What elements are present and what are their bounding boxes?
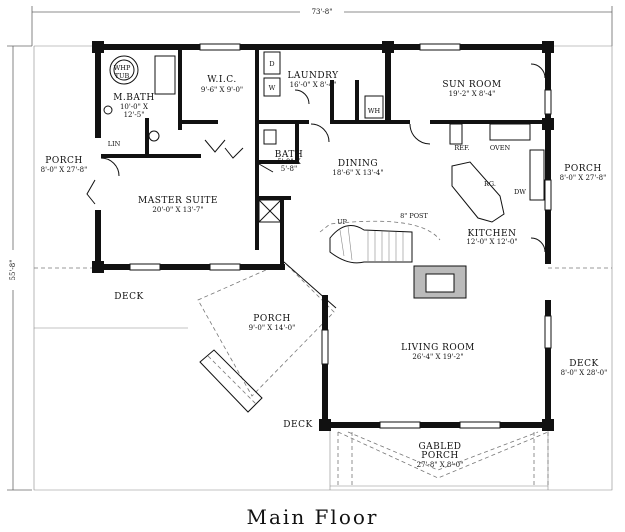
wic-name: W.I.C. <box>207 75 236 85</box>
master-suite-name: MASTER SUITE <box>138 196 218 206</box>
gabled-porch-name-1: GABLED <box>418 442 461 452</box>
fixtures-outlines <box>103 51 545 223</box>
overall-depth: 55'-8" <box>9 260 17 281</box>
wic-size: 9'-6" X 9'-0" <box>201 86 243 94</box>
porch-left-name: PORCH <box>45 156 82 166</box>
post-label: 8" POST <box>400 212 428 220</box>
dryer-label: D <box>269 60 274 68</box>
porch-center-name: PORCH <box>253 314 290 324</box>
whp-tub-label-1: WHP <box>114 64 131 72</box>
sun-room-name: SUN ROOM <box>442 80 501 90</box>
deck-bottom-name: DECK <box>283 420 312 430</box>
laundry-name: LAUNDRY <box>287 71 339 81</box>
angled-porch <box>197 261 337 413</box>
overall-width: 73'-8" <box>312 8 333 16</box>
staircase <box>319 220 441 264</box>
gabled-porch-size: 27'-8" X 8'-0" <box>417 461 464 469</box>
kitchen-size: 12'-0" X 12'-0" <box>466 238 517 246</box>
bath-size-2: 5'-8" <box>281 165 297 173</box>
washer-label: W <box>269 84 276 92</box>
sun-room-size: 19'-2" X 8'-4" <box>449 90 496 98</box>
laundry-size: 16'-0" X 8'-4" <box>290 81 337 89</box>
bath-size-1: 5'-0" X <box>277 158 301 166</box>
master-bath-size-2: 12'-5" <box>124 111 145 119</box>
linen-label: LIN <box>108 140 121 148</box>
gabled-porch-name-2: PORCH <box>421 451 458 461</box>
living-room-size: 26'-4" X 19'-2" <box>412 353 463 361</box>
fireplace <box>413 265 467 299</box>
deck-left-name: DECK <box>114 292 143 302</box>
master-suite-size: 20'-0" X 13'-7" <box>152 206 203 214</box>
dining-size: 18'-6" X 13'-4" <box>332 169 383 177</box>
plan-caption: Main Floor <box>246 505 379 529</box>
whp-tub-label-2: TUB <box>115 72 130 80</box>
porch-right-size: 8'-0" X 27'-8" <box>560 174 607 182</box>
kitchen-island <box>451 161 505 223</box>
master-bath-size-1: 10'-0" X <box>120 103 148 111</box>
master-bath-name: M.BATH <box>113 93 155 103</box>
kitchen-name: KITCHEN <box>468 229 517 239</box>
ref-label: REF. <box>454 144 469 152</box>
depth-dim-bg <box>6 250 20 290</box>
bath-name: BATH <box>275 150 303 160</box>
gabled-porch-lines <box>330 431 549 487</box>
porch-center-size: 9'-0" X 14'-0" <box>249 324 296 332</box>
living-room-name: LIVING ROOM <box>401 343 475 353</box>
stair-up-label: UP <box>337 218 347 226</box>
dining-name: DINING <box>338 159 378 169</box>
range-label: RG. <box>484 180 496 188</box>
porch-right-name: PORCH <box>564 164 601 174</box>
water-heater-label: WH <box>368 107 381 115</box>
doors <box>86 63 546 253</box>
porch-left-size: 8'-0" X 27'-8" <box>41 166 88 174</box>
deck-right-size: 8'-0" X 28'-0" <box>561 369 608 377</box>
oven-label: OVEN <box>490 144 511 152</box>
dishwasher-label: DW <box>514 188 526 196</box>
deck-right-name: DECK <box>569 359 598 369</box>
interior-walls <box>101 50 546 264</box>
width-dim-bg <box>300 4 344 18</box>
windows <box>129 43 552 429</box>
